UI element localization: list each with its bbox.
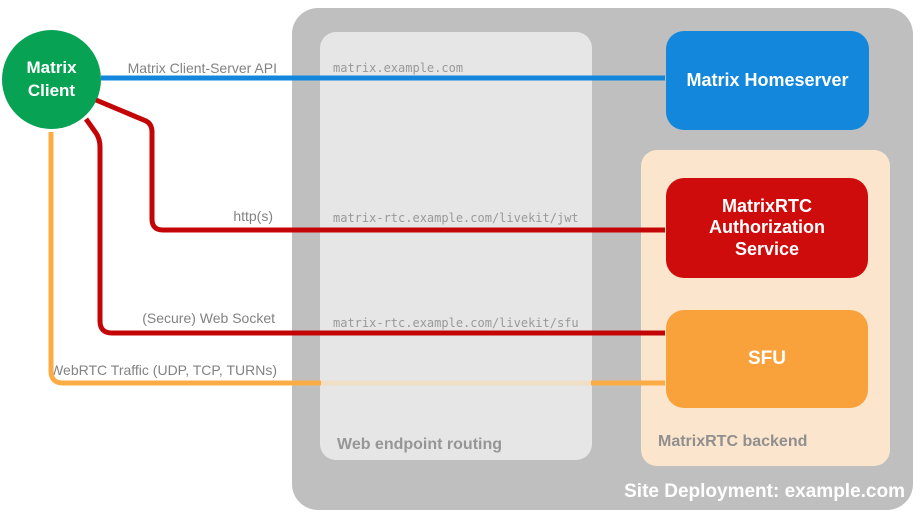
client-server-api-label: Matrix Client-Server API bbox=[127, 60, 277, 76]
webrtc-traffic-label: WebRTC Traffic (UDP, TCP, TURNs) bbox=[50, 362, 277, 378]
endpoint-livekit-sfu: matrix-rtc.example.com/livekit/sfu bbox=[333, 316, 579, 330]
matrix-homeserver-node: Matrix Homeserver bbox=[666, 31, 869, 130]
matrixrtc-backend-label: MatrixRTC backend bbox=[658, 433, 808, 450]
https-label: http(s) bbox=[233, 208, 273, 224]
site-deployment-label: Site Deployment: example.com bbox=[624, 481, 905, 502]
endpoint-matrix-example-com: matrix.example.com bbox=[333, 61, 464, 75]
matrixrtc-authorization-service-node: MatrixRTC Authorization Service bbox=[666, 178, 868, 278]
matrix-client-node: Matrix Client bbox=[2, 30, 101, 129]
web-endpoint-routing-label: Web endpoint routing bbox=[337, 436, 503, 453]
sfu-node: SFU bbox=[666, 310, 868, 408]
web-endpoint-routing-box bbox=[320, 32, 592, 460]
websocket-label: (Secure) Web Socket bbox=[142, 310, 275, 326]
endpoint-livekit-jwt: matrix-rtc.example.com/livekit/jwt bbox=[333, 211, 579, 225]
